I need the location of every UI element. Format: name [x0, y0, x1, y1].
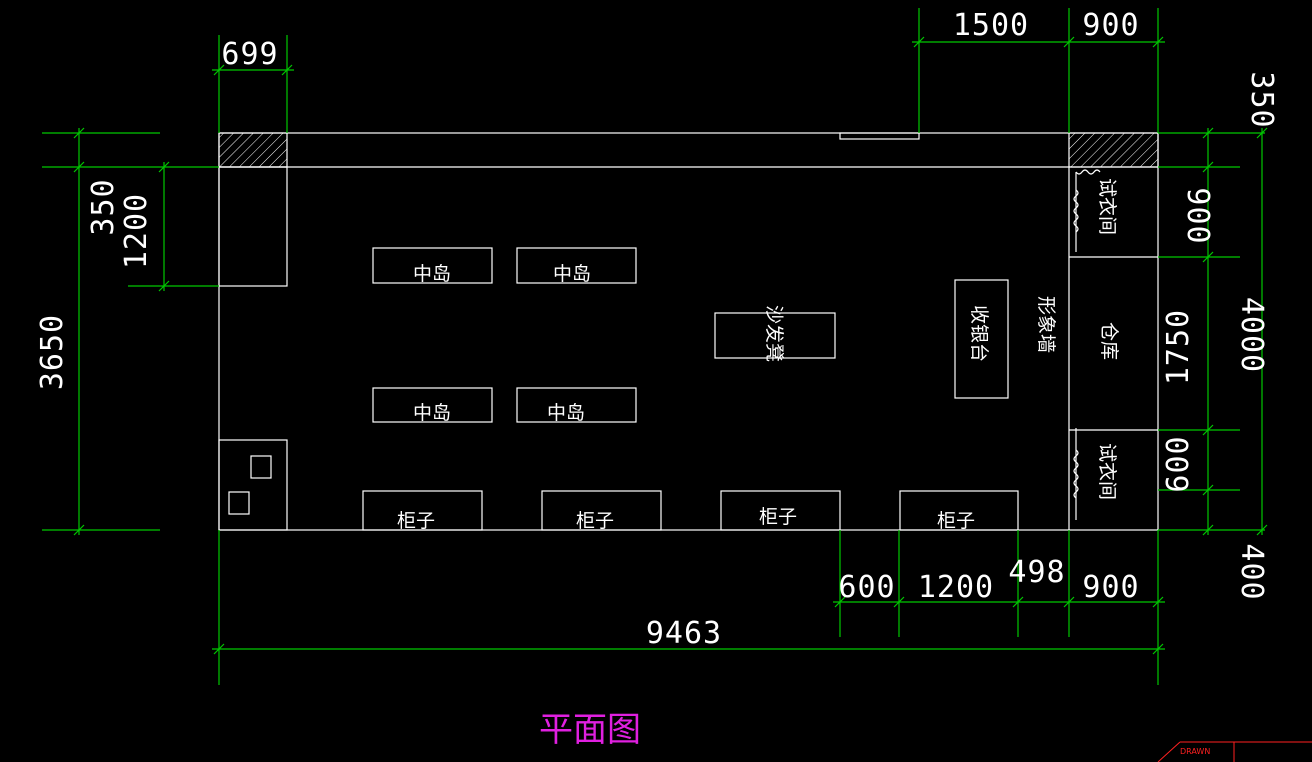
dim-overall-width: 9463 [646, 616, 722, 651]
dim-top-right: 900 [1082, 8, 1139, 43]
island-1: 中岛 [372, 247, 493, 285]
bottom-left-box [218, 439, 288, 531]
island-2-label: 中岛 [553, 263, 591, 285]
left-pillar [218, 166, 288, 287]
outer-wall [218, 132, 1159, 531]
dim-bottom-3: 498 [1008, 555, 1065, 590]
sofa-stool: 沙发凳 [714, 305, 836, 362]
dim-right-bottom: 400 [1234, 543, 1269, 600]
island-2: 中岛 [516, 247, 637, 285]
storage-label: 仓库 [1098, 322, 1120, 360]
dim-left-column: 1200 [119, 193, 154, 269]
island-4: 中岛 [516, 387, 637, 424]
hatched-column-left [218, 132, 288, 168]
dim-right-storage: 1750 [1161, 309, 1196, 385]
title-block-label: DRAWN [1180, 747, 1210, 756]
sofa-label: 沙发凳 [763, 305, 785, 362]
dim-bottom-4: 900 [1082, 570, 1139, 605]
fitting-room-2-label: 试衣间 [1096, 443, 1118, 500]
cabinet-4: 柜子 [899, 490, 1019, 532]
dim-bottom-2: 1200 [918, 570, 994, 605]
dim-left-total: 3650 [35, 314, 70, 390]
dimension-labels: 699 1500 900 350 900 1750 600 4000 400 3… [35, 8, 1279, 651]
dim-right-fitting-1: 900 [1180, 187, 1215, 244]
cashier-counter: 收银台 [954, 279, 1009, 399]
cabinet-1-label: 柜子 [397, 510, 435, 532]
island-1-label: 中岛 [413, 263, 451, 285]
cabinet-2: 柜子 [541, 490, 662, 532]
dim-top-span: 1500 [953, 8, 1029, 43]
building-outline [218, 132, 1159, 531]
island-3-label: 中岛 [413, 402, 451, 424]
curtain-1-top [1075, 169, 1101, 175]
dim-right-total: 4000 [1234, 297, 1269, 373]
dim-right-top: 350 [1244, 71, 1279, 128]
fitting-room-1-label: 试衣间 [1096, 178, 1118, 235]
cabinet-1: 柜子 [362, 490, 483, 532]
image-wall-label: 形象墙 [1035, 296, 1057, 353]
bottom-left-square-1 [250, 455, 272, 479]
curtain-2-wave [1073, 449, 1079, 499]
island-3: 中岛 [372, 387, 493, 424]
dim-left-wall: 350 [86, 178, 121, 235]
dim-top-left: 699 [221, 37, 278, 72]
dim-right-fitting-2: 600 [1161, 435, 1196, 492]
bottom-left-square-2 [228, 491, 250, 515]
drawing-title: 平面图 [539, 710, 641, 750]
cabinet-3: 柜子 [720, 490, 841, 531]
cabinet-4-label: 柜子 [937, 510, 975, 532]
title-block: DRAWN [1157, 741, 1312, 762]
cashier-label: 收银台 [968, 305, 990, 362]
cabinet-2-label: 柜子 [576, 510, 614, 532]
dimension-lines [42, 8, 1268, 685]
hatched-column-right [1068, 132, 1159, 168]
door-threshold [839, 132, 920, 140]
furniture: 中岛 中岛 中岛 中岛 沙发凳 收银台 形象墙 试衣间 仓库 试衣间 柜子 [362, 178, 1120, 532]
island-4-label: 中岛 [547, 402, 585, 424]
curtain-1-wave [1073, 189, 1079, 233]
cabinet-3-label: 柜子 [759, 506, 797, 528]
dim-bottom-1: 600 [838, 570, 895, 605]
